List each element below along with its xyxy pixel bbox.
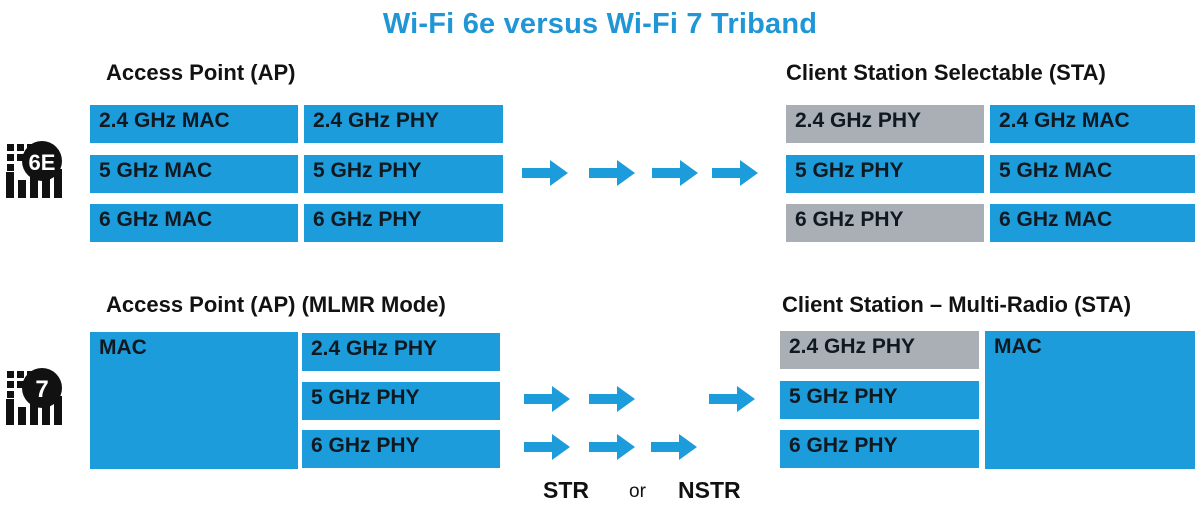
wifi7-ap-heading: Access Point (AP) (MLMR Mode) bbox=[106, 292, 446, 317]
wifi6e-ap-mac-block-2: 6 GHz MAC bbox=[90, 204, 298, 242]
wifi6e-ap-phy-block-2: 6 GHz PHY bbox=[304, 204, 503, 242]
right-arrow-icon bbox=[589, 434, 635, 460]
wifi6e-sta-mac-block-1: 5 GHz MAC bbox=[990, 155, 1195, 193]
right-arrow-icon bbox=[524, 434, 570, 460]
wifi7-sta-phy-block-2: 6 GHz PHY bbox=[780, 430, 979, 468]
wifi6e-sta-phy-block-2: 6 GHz PHY bbox=[786, 204, 984, 242]
right-arrow-icon bbox=[524, 386, 570, 412]
wifi7-ap-phy-block-1: 5 GHz PHY bbox=[302, 382, 500, 420]
wifi7-sta-phy-block-1: 5 GHz PHY bbox=[780, 381, 979, 419]
wifi7-sta-phy-block-0: 2.4 GHz PHY bbox=[780, 331, 979, 369]
right-arrow-icon bbox=[589, 386, 635, 412]
mode-separator-label: or bbox=[629, 481, 646, 502]
right-arrow-icon bbox=[651, 434, 697, 460]
wifi7-sta-mac-block: MAC bbox=[985, 331, 1195, 469]
wifi6e-ap-phy-block-0: 2.4 GHz PHY bbox=[304, 105, 503, 143]
wifi7-ap-mac-block: MAC bbox=[90, 332, 298, 469]
wifi6e-sta-phy-block-1: 5 GHz PHY bbox=[786, 155, 984, 193]
wifi6e-sta-mac-block-0: 2.4 GHz MAC bbox=[990, 105, 1195, 143]
right-arrow-icon bbox=[589, 160, 635, 186]
wifi7-sta-heading: Client Station – Multi-Radio (STA) bbox=[782, 292, 1132, 317]
wifi7-ap-phy-block-2: 6 GHz PHY bbox=[302, 430, 500, 468]
wifi-7-logo-text: 7 bbox=[35, 376, 48, 403]
wifi6e-ap-phy-block-1: 5 GHz PHY bbox=[304, 155, 503, 193]
wifi7-ap-phy-block-0: 2.4 GHz PHY bbox=[302, 333, 500, 371]
str-label: STR bbox=[543, 477, 589, 503]
right-arrow-icon bbox=[522, 160, 568, 186]
wifi6e-sta-heading: Client Station Selectable (STA) bbox=[786, 60, 1106, 85]
wifi6e-ap-heading: Access Point (AP) bbox=[106, 60, 296, 85]
wifi-7-logo-icon: 7 bbox=[4, 363, 70, 429]
wifi-6e-logo-icon: 6E bbox=[4, 136, 70, 202]
nstr-label: NSTR bbox=[678, 477, 741, 503]
right-arrow-icon bbox=[652, 160, 698, 186]
wifi6e-sta-mac-block-2: 6 GHz MAC bbox=[990, 204, 1195, 242]
page-title: Wi-Fi 6e versus Wi-Fi 7 Triband bbox=[382, 8, 818, 40]
right-arrow-icon bbox=[709, 386, 755, 412]
wifi6e-ap-mac-block-1: 5 GHz MAC bbox=[90, 155, 298, 193]
wifi6e-sta-phy-block-0: 2.4 GHz PHY bbox=[786, 105, 984, 143]
wifi6e-ap-mac-block-0: 2.4 GHz MAC bbox=[90, 105, 298, 143]
right-arrow-icon bbox=[712, 160, 758, 186]
wifi-6e-logo-text: 6E bbox=[29, 150, 56, 175]
